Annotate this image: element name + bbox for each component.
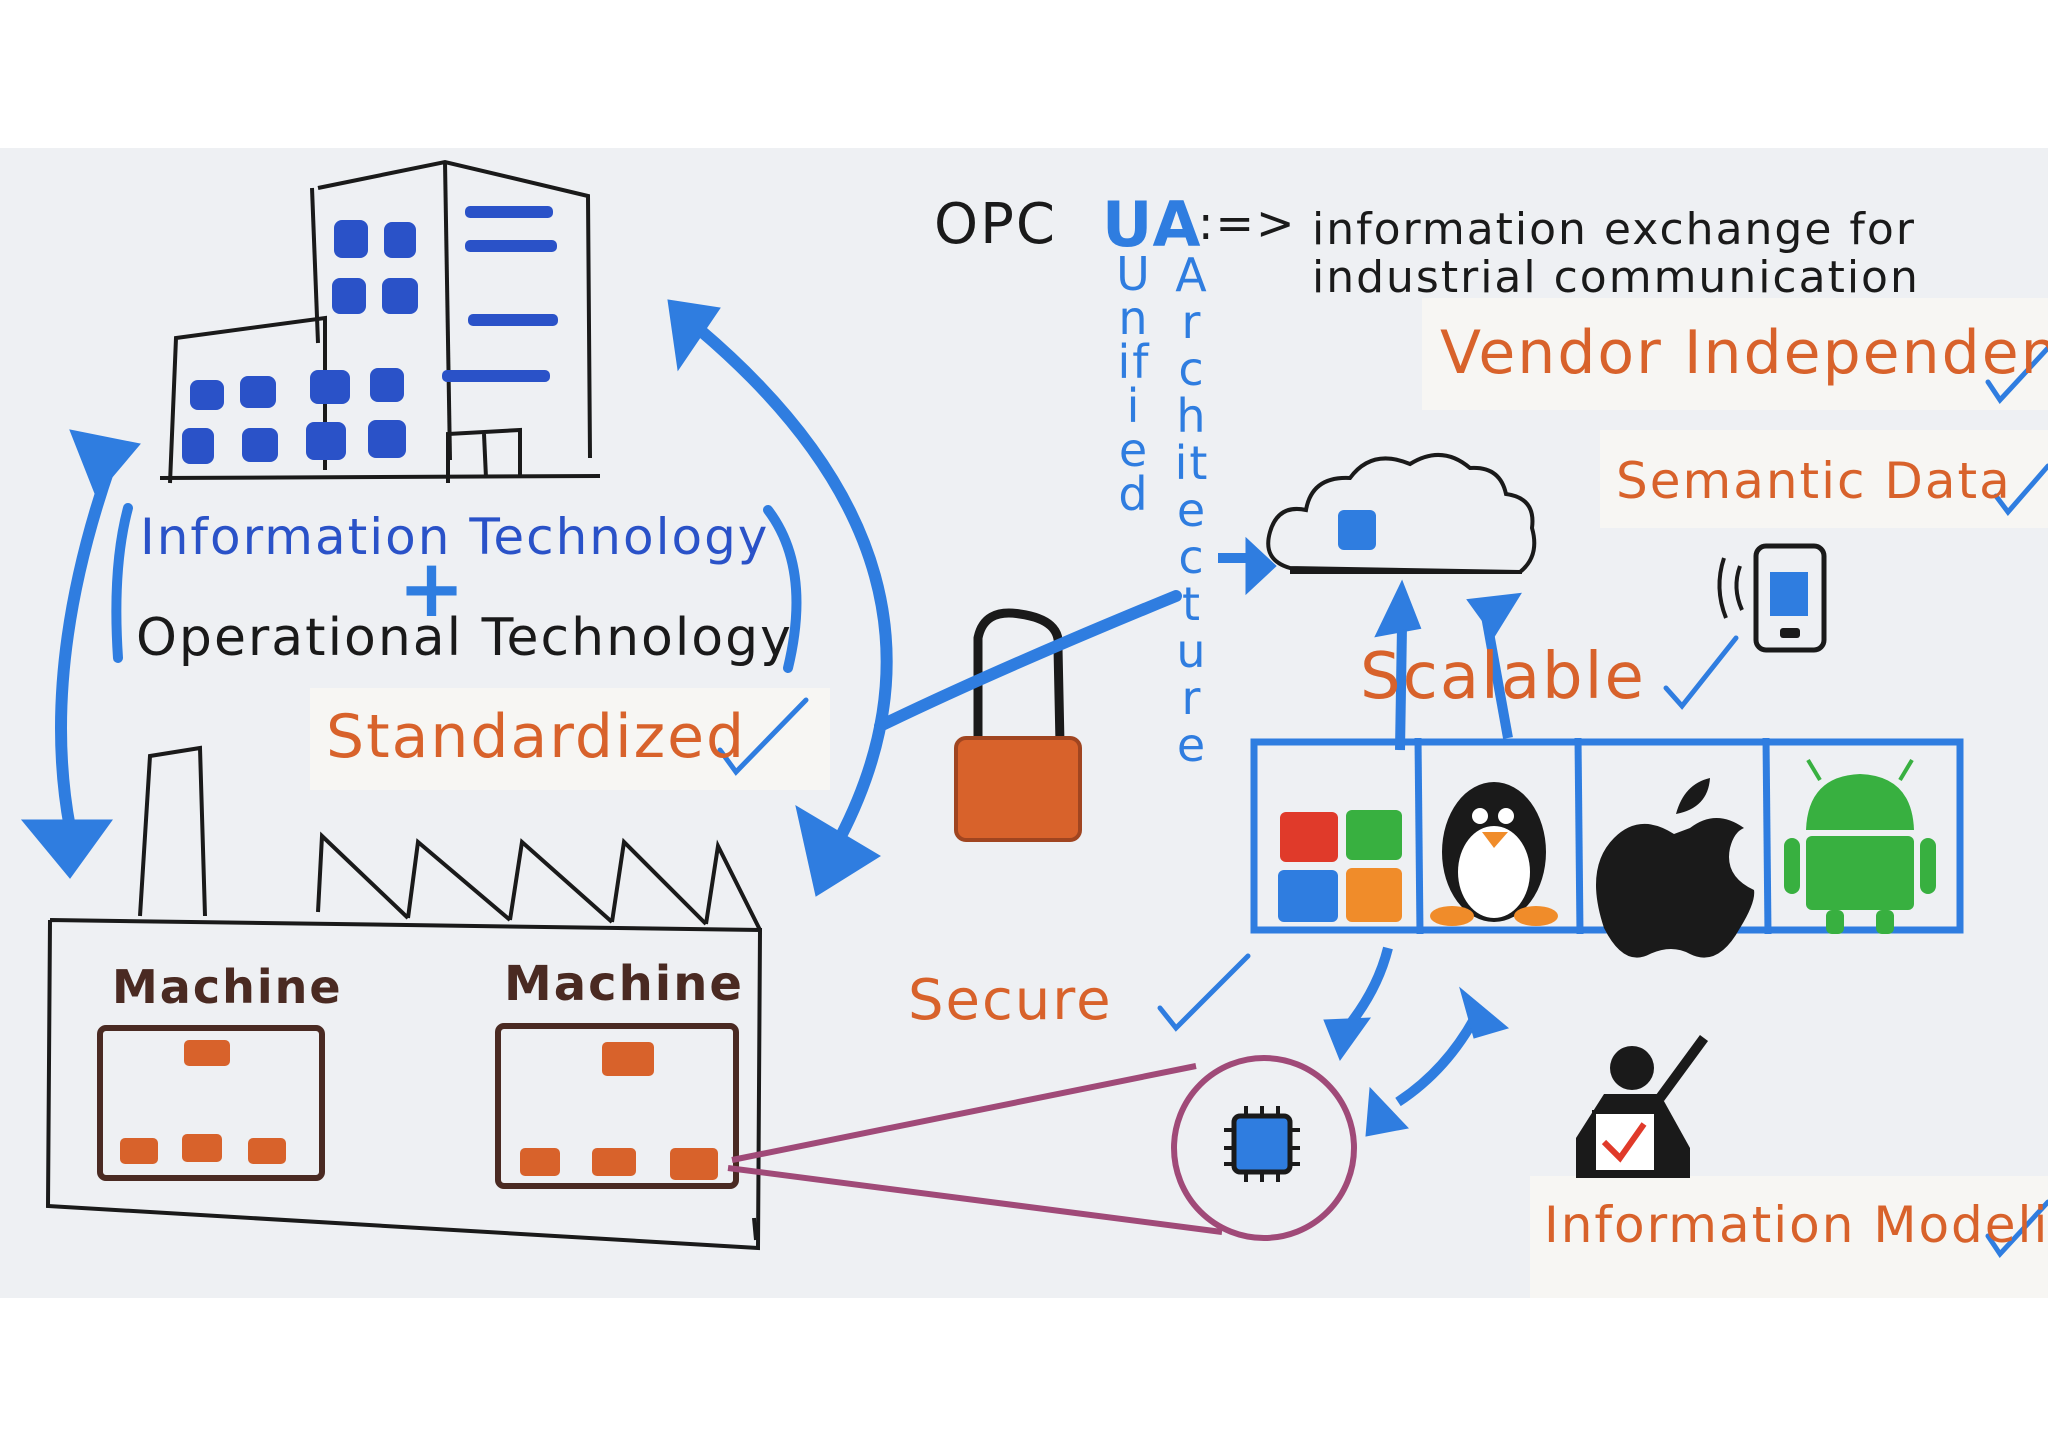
padlock-icon	[954, 608, 1082, 842]
cloud-icon	[1266, 452, 1537, 575]
scalable-label: Scalable	[1360, 640, 1646, 714]
machine-label-1: Machine	[112, 960, 343, 1014]
android-logo-icon	[1784, 758, 1936, 934]
cloud-platform-arrows	[1374, 579, 1522, 751]
person-icon	[1576, 1035, 1709, 1178]
ua-label: UA	[1102, 188, 1203, 261]
plus-sign: +	[398, 542, 466, 635]
sketch-drawing	[20, 159, 2048, 1259]
definition-line-1: information exchange for	[1312, 204, 1916, 255]
whiteboard: OPC UA :=> information exchange for indu…	[0, 148, 2048, 1298]
semantic-data-label: Semantic Data	[1616, 452, 2012, 510]
opc-label: OPC	[934, 192, 1057, 257]
machine-parts	[120, 1040, 718, 1180]
magnifier-cone	[727, 1055, 1357, 1241]
linux-tux-icon	[1430, 782, 1558, 926]
panel-information-modeling	[1530, 1176, 2048, 1298]
panel-standardized	[310, 688, 830, 790]
lock-connector-line	[874, 590, 1182, 732]
definition-arrow: :=>	[1198, 196, 1297, 250]
windows-logo-icon	[1278, 810, 1402, 922]
smartphone-icon	[1717, 543, 1827, 653]
information-modeling-label: Information Modeling	[1544, 1196, 2048, 1254]
architecture-vertical-label: Architecture	[1174, 248, 1210, 772]
microchip-icon	[1224, 1106, 1300, 1182]
secure-label: Secure	[908, 968, 1113, 1033]
cloud-arrow	[1218, 536, 1277, 596]
left-double-arrow	[20, 429, 141, 879]
machine-label-2: Machine	[504, 956, 744, 1012]
chip-arrows	[1323, 946, 1510, 1137]
check-marks	[717, 345, 2048, 1259]
operational-technology-label: Operational Technology	[136, 608, 793, 668]
panel-semantic	[1600, 430, 2048, 528]
standardized-label: Standardized	[326, 702, 747, 772]
apple-logo-icon	[1596, 778, 1755, 958]
machine-boxes	[97, 1023, 739, 1189]
panel-vendor	[1422, 298, 2048, 410]
curved-double-arrow	[667, 299, 893, 897]
unified-vertical-label: Unified	[1116, 247, 1152, 521]
factory-icon	[45, 745, 763, 1251]
information-technology-label: Information Technology	[140, 508, 770, 566]
vendor-independent-label: Vendor Independent	[1440, 318, 2048, 388]
definition-line-2: industrial communication	[1312, 252, 1920, 303]
office-windows	[182, 206, 558, 464]
